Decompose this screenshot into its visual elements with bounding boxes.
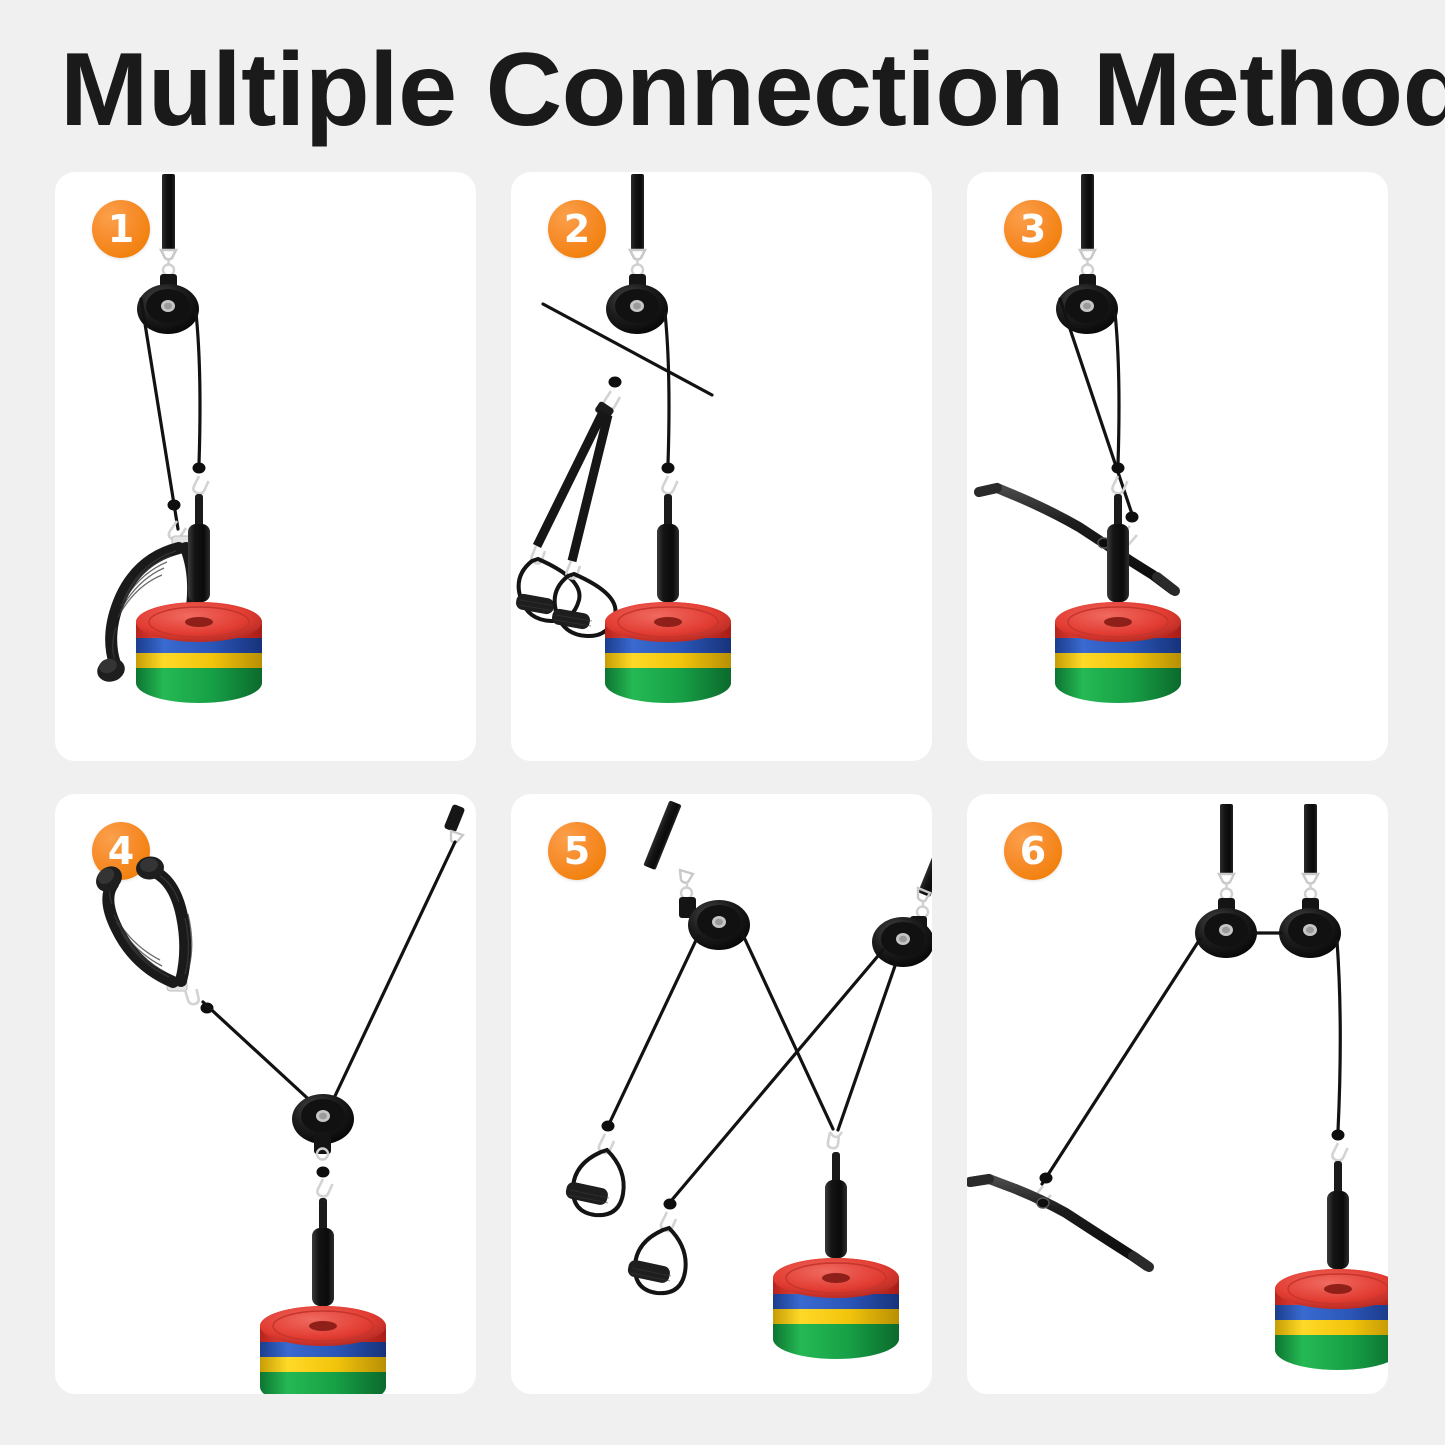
panel-4-floating-pulley-tricep-rope: 4 <box>55 794 476 1394</box>
panel-number-badge-6: 6 <box>1004 822 1062 880</box>
panel-3-illustration <box>967 172 1388 761</box>
panel-1-single-pulley-tricep-rope: 1 <box>55 172 476 761</box>
panel-number-badge-5: 5 <box>548 822 606 880</box>
panel-2-single-pulley-dual-handles: 2 <box>511 172 932 761</box>
panel-6-illustration <box>967 794 1388 1394</box>
page-title: Multiple Connection Methods <box>60 32 1445 148</box>
panel-3-single-pulley-lat-bar: 3 <box>967 172 1388 761</box>
panel-1-illustration <box>55 172 476 761</box>
panel-number-badge-3: 3 <box>1004 200 1062 258</box>
panel-5-illustration <box>511 794 932 1394</box>
panel-5-dual-pulley-crossover-handles: 5 <box>511 794 932 1394</box>
panel-grid: 1 <box>55 172 1390 1394</box>
panel-6-dual-pulley-lat-bar: 6 <box>967 794 1388 1394</box>
panel-4-illustration <box>55 794 476 1394</box>
panel-number-badge-2: 2 <box>548 200 606 258</box>
panel-number-badge-1: 1 <box>92 200 150 258</box>
panel-2-illustration <box>511 172 932 761</box>
